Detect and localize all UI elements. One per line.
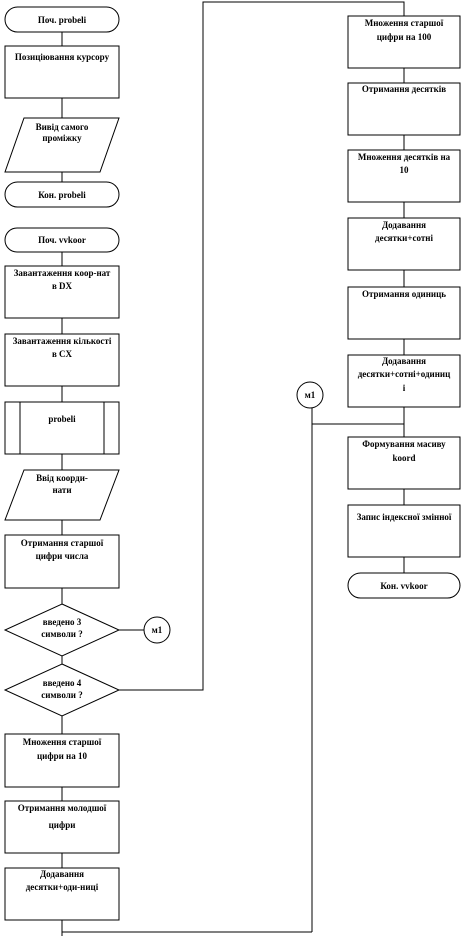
load-coords-label-2: в DX bbox=[52, 281, 73, 291]
load-count-label-1: Завантаження кількості bbox=[13, 336, 112, 346]
add-all-process: Додавання десятки+сотні+одиниц і bbox=[347, 354, 461, 408]
end-probeli-terminator: Кон. probeli bbox=[4, 181, 120, 208]
add-tens-units-label-1: Додавання bbox=[40, 869, 84, 879]
add-tens-units-process: Додавання десятки+оди-ниці bbox=[4, 867, 120, 921]
form-array-label-2: koord bbox=[392, 453, 415, 463]
connector-m1-right: м1 bbox=[296, 381, 324, 409]
load-count-label-2: в CX bbox=[52, 349, 73, 359]
write-index-process: Запис індексної змінної bbox=[347, 504, 461, 558]
decision-4-label-2: символи ? bbox=[41, 690, 82, 700]
multiply-10-label-2: цифри на 10 bbox=[37, 751, 87, 761]
flow-lines bbox=[61, 1, 405, 936]
multiply-100-label-2: цифри на 100 bbox=[377, 32, 432, 42]
multiply-10-process: Множення старшої цифри на 10 bbox=[4, 733, 120, 788]
decision-4-label-1: введено 4 bbox=[43, 678, 82, 688]
load-coords-process: Завантаження коор-нат в DX bbox=[4, 265, 120, 319]
decision-3-label-2: символи ? bbox=[41, 629, 82, 639]
start-probeli-terminator: Поч. probeli bbox=[4, 6, 120, 33]
multiply-100-process: Множення старшої цифри на 100 bbox=[347, 15, 461, 69]
connector-m1-right-label: м1 bbox=[305, 390, 316, 400]
call-probeli-label: probeli bbox=[48, 414, 76, 424]
end-vvkoor-terminator: Кон. vvkoor bbox=[347, 572, 461, 599]
get-units-label: Отримання одиниць bbox=[362, 289, 446, 299]
decision-3-symbols: введено 3 символи ? bbox=[3, 603, 121, 657]
add-all-label-3: і bbox=[403, 383, 406, 393]
start-probeli-label: Поч. probeli bbox=[38, 15, 87, 25]
get-high-digit-label-1: Отримання старшої bbox=[21, 538, 104, 548]
form-array-process: Формування масиву koord bbox=[347, 436, 461, 490]
output-space-label-2: проміжку bbox=[42, 133, 82, 143]
load-coords-label-1: Завантаження коор-нат bbox=[14, 268, 111, 278]
add-tens-hundreds-label-1: Додавання bbox=[382, 220, 426, 230]
output-space-label-1: Вивід самого bbox=[36, 122, 89, 132]
cursor-position-process: Позиціювання курсору bbox=[4, 45, 120, 99]
input-coords-label-1: Ввід коорди- bbox=[36, 473, 88, 483]
multiply-tens-10-label-2: 10 bbox=[400, 165, 410, 175]
connector-m1-left-label: м1 bbox=[152, 625, 163, 635]
call-probeli-subroutine: probeli bbox=[4, 401, 120, 455]
add-tens-hundreds-label-2: десятки+сотні bbox=[375, 233, 433, 243]
add-tens-units-label-2: десятки+оди-ниці bbox=[26, 882, 99, 892]
cursor-position-label: Позиціювання курсору bbox=[15, 52, 110, 62]
add-all-label-2: десятки+сотні+одиниц bbox=[358, 369, 451, 379]
get-low-digit-label-1: Отримання молодшої bbox=[18, 803, 107, 813]
decision-3-label-1: введено 3 bbox=[43, 617, 82, 627]
get-high-digit-process: Отримання старшої цифри числа bbox=[4, 534, 120, 589]
get-low-digit-label-2: цифри bbox=[49, 820, 76, 830]
form-array-label-1: Формування масиву bbox=[362, 439, 446, 449]
get-tens-process: Отримання десятків bbox=[347, 82, 461, 136]
write-index-label: Запис індексної змінної bbox=[357, 512, 452, 522]
get-low-digit-process: Отримання молодшої цифри bbox=[4, 800, 120, 854]
get-tens-label: Отримання десятків bbox=[362, 84, 446, 94]
end-probeli-label: Кон. probeli bbox=[38, 190, 86, 200]
multiply-tens-10-label-1: Множення десятків на bbox=[358, 152, 451, 162]
input-coords-io: Ввід коорди- нати bbox=[4, 469, 120, 521]
add-tens-hundreds-process: Додавання десятки+сотні bbox=[347, 217, 461, 271]
multiply-10-label-1: Множення старшої bbox=[23, 737, 102, 747]
add-all-label-1: Додавання bbox=[382, 356, 426, 366]
get-high-digit-label-2: цифри числа bbox=[36, 551, 89, 561]
multiply-100-label-1: Множення старшої bbox=[365, 18, 444, 28]
start-vvkoor-terminator: Поч. vvkoor bbox=[4, 227, 120, 253]
multiply-tens-10-process: Множення десятків на 10 bbox=[347, 149, 461, 203]
get-units-process: Отримання одиниць bbox=[347, 286, 461, 340]
decision-4-symbols: введено 4 символи ? bbox=[3, 663, 121, 717]
end-vvkoor-label: Кон. vvkoor bbox=[380, 581, 427, 591]
load-count-process: Завантаження кількості в CX bbox=[4, 333, 120, 387]
output-space-io: Вивід самого проміжку bbox=[4, 117, 120, 173]
connector-m1-left: м1 bbox=[143, 616, 171, 644]
input-coords-label-2: нати bbox=[52, 485, 71, 495]
start-vvkoor-label: Поч. vvkoor bbox=[38, 235, 86, 245]
